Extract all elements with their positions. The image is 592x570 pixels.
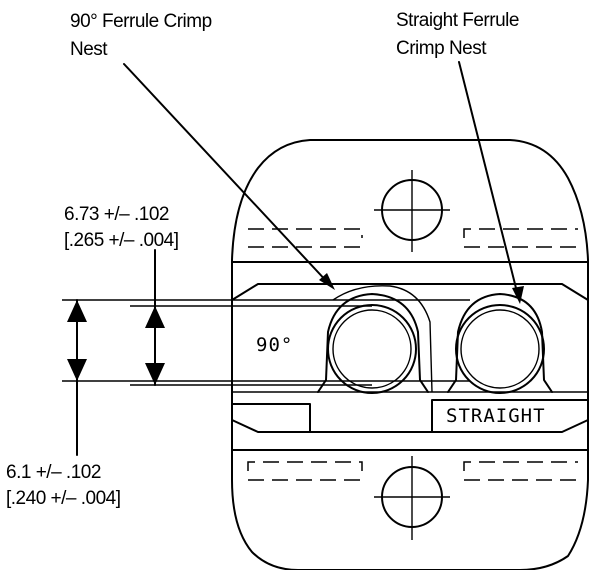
upper-mounting-hole xyxy=(374,170,450,252)
nest-straight xyxy=(447,293,553,394)
nest-90-callout: 90° Ferrule Crimp Nest xyxy=(70,11,216,60)
die-channel xyxy=(231,261,589,451)
dimension-upper-label: 6.73 +/– .102 [.265 +/– .004] xyxy=(64,204,179,251)
nest-straight-callout: Straight Ferrule Crimp Nest xyxy=(396,10,524,59)
lower-mounting-hole xyxy=(374,456,450,540)
dimension-upper-arrows xyxy=(145,249,165,386)
dimension-lower-label: 6.1 +/– .102 [.240 +/– .004] xyxy=(6,462,121,509)
straight-mark: STRAIGHT xyxy=(446,405,546,427)
dimension-extension-lines xyxy=(62,299,470,386)
angle-mark: 90° xyxy=(256,334,293,356)
nest-90-degree xyxy=(317,285,433,394)
dimension-lower-arrows xyxy=(67,299,87,456)
leader-lines xyxy=(123,61,524,304)
hidden-features xyxy=(247,228,578,481)
